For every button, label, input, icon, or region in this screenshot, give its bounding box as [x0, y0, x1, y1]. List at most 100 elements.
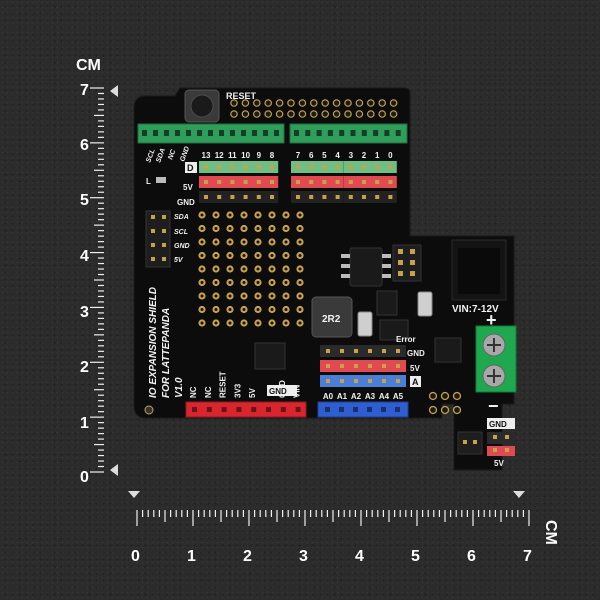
analog-pin [326, 364, 330, 368]
right-power-pins [487, 432, 515, 456]
dc-jack-inner [458, 248, 500, 294]
analog-pin [382, 364, 386, 368]
via-hole [440, 391, 450, 401]
icsp-hole [264, 110, 273, 118]
proto-hole [256, 294, 260, 298]
screw-terminal [475, 325, 517, 393]
right-gnd-box [487, 418, 515, 429]
top-left-pin-gnd: GND [179, 146, 191, 163]
header-slot [384, 130, 390, 136]
row-5v-label: 5V [183, 183, 193, 192]
i2c-label-scl: SCL [174, 229, 188, 236]
pin [309, 165, 314, 169]
proto-hole [242, 254, 246, 257]
pin-row-red [344, 176, 397, 188]
vertical-ruler: CM 7 6 5 4 3 2 1 0 [76, 57, 118, 486]
proto-hole [214, 308, 218, 311]
proto-hole [284, 254, 288, 257]
proto-hole [228, 321, 232, 325]
i2c-header [145, 210, 171, 268]
analog-pin [340, 364, 344, 368]
pin [243, 195, 248, 199]
pin [309, 195, 314, 199]
header-slot [142, 130, 147, 136]
icsp-hole [230, 99, 238, 107]
reset-label: RESET [226, 91, 257, 101]
top-left-pin-scl: SCL [145, 148, 156, 164]
right-pin-row-red [487, 446, 515, 456]
row-gnd-label: GND [177, 198, 195, 207]
header-slot [252, 130, 257, 136]
i2c-pin [162, 257, 166, 261]
header-slot [236, 407, 242, 412]
horizontal-ruler-label-5: 5 [411, 548, 420, 565]
horizontal-ruler-label-6: 6 [467, 548, 476, 565]
header-slot [373, 130, 379, 136]
analog-row-black [320, 345, 406, 357]
header-slot [294, 130, 299, 136]
digital-pin-number: 6 [309, 151, 314, 160]
power-ic-right [434, 337, 462, 363]
small-header-pin [463, 440, 467, 444]
proto-hole [200, 294, 204, 298]
analog-label: A5 [393, 392, 404, 401]
pin-row-green [199, 161, 279, 173]
icsp-hole [332, 110, 341, 118]
proto-hole [284, 281, 288, 284]
proto-hole [270, 308, 274, 311]
ic-pin [341, 254, 350, 258]
proto-hole [270, 321, 274, 325]
header-slot [367, 407, 372, 412]
analog-pin [354, 379, 358, 383]
prototyping-area [198, 211, 304, 327]
icsp-hole [287, 110, 295, 118]
pin [388, 165, 393, 169]
header-slot [251, 407, 257, 412]
analog-pin-rows [320, 345, 406, 387]
analog-label: A1 [337, 392, 348, 401]
horizontal-ruler-label-0: 0 [131, 548, 140, 565]
header-slot [221, 407, 227, 412]
header-slot [263, 130, 268, 136]
analog-pin [368, 379, 372, 383]
proto-hole [214, 254, 218, 257]
proto-hole [214, 294, 218, 298]
icsp-hole [309, 110, 318, 118]
proto-hole [298, 213, 302, 217]
header-green-right [289, 123, 408, 144]
pin-row-black [291, 191, 344, 203]
header-slot [192, 407, 197, 412]
proto-hole [242, 240, 246, 244]
pin [217, 165, 222, 169]
pin [335, 165, 340, 169]
proto-hole [270, 213, 274, 217]
vertical-ruler-label-7: 7 [80, 82, 89, 99]
digital-pin-number: 10 [241, 151, 250, 160]
header-slot [353, 407, 358, 412]
pin-row-red [199, 176, 279, 188]
proto-hole [298, 294, 302, 298]
vertical-ruler-ticks [90, 87, 104, 473]
proto-hole [284, 240, 288, 244]
digital-pin-number: 0 [388, 151, 393, 160]
proto-hole [200, 267, 204, 271]
proto-hole [200, 254, 204, 257]
analog-pin [368, 349, 372, 353]
proto-hole [228, 254, 232, 257]
pin-row-green [344, 161, 397, 173]
vertical-ruler-label-3: 3 [80, 304, 89, 321]
pin-row-black [344, 191, 397, 203]
analog-pin [354, 364, 358, 368]
pin [309, 180, 314, 184]
capacitor-2 [417, 291, 433, 317]
proto-hole [298, 267, 302, 271]
header-slot [206, 407, 212, 412]
pin [362, 180, 366, 184]
header-slot [381, 407, 386, 412]
header-slot [230, 130, 235, 136]
icsp-hole [309, 99, 318, 107]
proto-hole [242, 267, 246, 271]
proto-hole [256, 213, 260, 217]
